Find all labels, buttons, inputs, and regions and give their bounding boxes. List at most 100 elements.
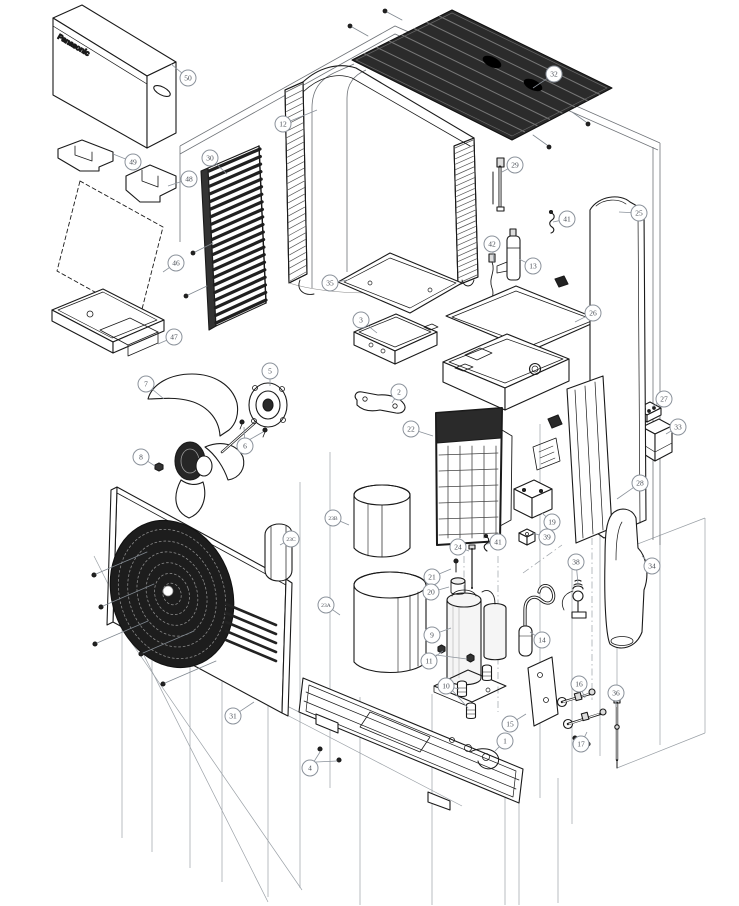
- callout-number: 38: [572, 558, 580, 567]
- pipe-clip-upper: [548, 209, 555, 234]
- control-board-assembly: [435, 407, 513, 546]
- callout-leader: [492, 251, 495, 263]
- callout-1: 1: [494, 732, 514, 752]
- callout-number: 47: [170, 333, 178, 342]
- callout-number: 16: [575, 680, 583, 689]
- callout-balloon: [567, 553, 585, 571]
- callout-2: 2: [390, 383, 408, 404]
- callout-balloon: [669, 418, 687, 436]
- sound-proof-lower: [353, 571, 427, 674]
- pipe-clip-lower: [483, 533, 490, 552]
- callout-balloon: [201, 149, 219, 167]
- callout-38: 38: [567, 553, 585, 585]
- callout-number: 19: [548, 518, 556, 527]
- callout-leader: [438, 586, 450, 591]
- callout-number: 24: [454, 543, 462, 552]
- callout-balloon: [402, 420, 420, 438]
- callout-leader: [518, 258, 527, 263]
- callout-leader: [651, 403, 658, 408]
- callout-leader: [151, 388, 165, 400]
- callout-number: 11: [425, 657, 432, 666]
- callout-leader: [243, 426, 245, 439]
- callout-leader: [391, 398, 396, 404]
- top-panel: [351, 9, 613, 141]
- valve-plate: [527, 656, 559, 727]
- callout-number: 27: [660, 395, 668, 404]
- callout-number: 36: [612, 689, 620, 698]
- callout-35: 35: [321, 274, 349, 292]
- pcb-mount-plate: [445, 275, 601, 352]
- callout-7: 7: [137, 375, 165, 400]
- callout-8: 8: [132, 448, 156, 467]
- callout-12: 12: [274, 109, 318, 133]
- callout-number: 23A: [321, 603, 331, 609]
- callout-leader: [439, 627, 452, 633]
- front-panel: [106, 486, 293, 717]
- callout-balloon: [324, 509, 342, 527]
- callout-number: 3: [359, 316, 363, 325]
- strainer: [518, 584, 556, 657]
- callout-balloon: [167, 254, 185, 272]
- base-pan: [298, 677, 524, 811]
- callout-27: 27: [651, 390, 673, 408]
- callout-number: 25: [635, 209, 643, 218]
- callout-balloon: [390, 383, 408, 401]
- callout-number: 2: [397, 388, 401, 397]
- callout-number: 4: [308, 764, 312, 773]
- callout-leader: [239, 701, 255, 712]
- callout-number: 10: [442, 682, 450, 691]
- base-screws: [315, 746, 342, 763]
- callout-leader: [494, 746, 500, 752]
- callout-29: 29: [501, 156, 524, 174]
- callout-balloon: [655, 390, 673, 408]
- capacitor: [496, 228, 521, 281]
- callout-number: 15: [506, 720, 514, 729]
- expansion-valve: [561, 579, 587, 619]
- callout-balloon: [282, 530, 300, 548]
- service-valves: [556, 688, 607, 747]
- callout-39: 39: [531, 528, 556, 546]
- callout-number: 17: [577, 740, 585, 749]
- callout-leader: [541, 512, 547, 517]
- callout-number: 21: [428, 573, 436, 582]
- callout-34: 34: [641, 555, 661, 575]
- callout-number: 6: [243, 442, 247, 451]
- callout-leader: [486, 543, 491, 545]
- callout-32: 32: [532, 65, 563, 89]
- callout-36: 36: [607, 684, 625, 707]
- callout-23A: 23A: [317, 596, 341, 616]
- motor-screws: [239, 419, 268, 441]
- terminal-small: [518, 528, 536, 546]
- callout-13: 13: [518, 257, 542, 275]
- callout-leader: [618, 211, 632, 213]
- callout-layer: 5049483046471232252941421326353222273328…: [112, 63, 687, 777]
- callout-31: 31: [224, 701, 255, 725]
- callout-number: 41: [494, 538, 502, 547]
- callout-leader: [167, 181, 182, 187]
- callout-balloon: [524, 257, 542, 275]
- callout-50: 50: [170, 63, 197, 87]
- callout-14: 14: [529, 631, 551, 649]
- callout-number: 23B: [328, 516, 338, 522]
- parts-layer: Panasonic: [51, 4, 673, 811]
- callout-balloon: [496, 732, 514, 750]
- callout-leader: [665, 430, 672, 435]
- callout-balloon: [545, 65, 563, 83]
- callout-leader: [532, 78, 548, 89]
- callout-11: 11: [420, 650, 444, 670]
- packing-pad-right: [125, 164, 177, 203]
- callout-25: 25: [618, 204, 648, 222]
- inlet-grille: [200, 145, 268, 331]
- sound-proof-upper: [353, 484, 411, 558]
- fan-nut: [154, 462, 164, 472]
- callout-number: 22: [407, 425, 415, 434]
- callout-leader: [584, 731, 588, 738]
- callout-number: 41: [563, 215, 571, 224]
- callout-leader: [576, 569, 579, 585]
- callout-number: 39: [543, 533, 551, 542]
- callout-balloon: [420, 652, 438, 670]
- callout-21: 21: [423, 568, 452, 586]
- control-frame: [442, 333, 570, 471]
- callout-leader: [435, 650, 444, 657]
- long-bolt: [468, 544, 476, 589]
